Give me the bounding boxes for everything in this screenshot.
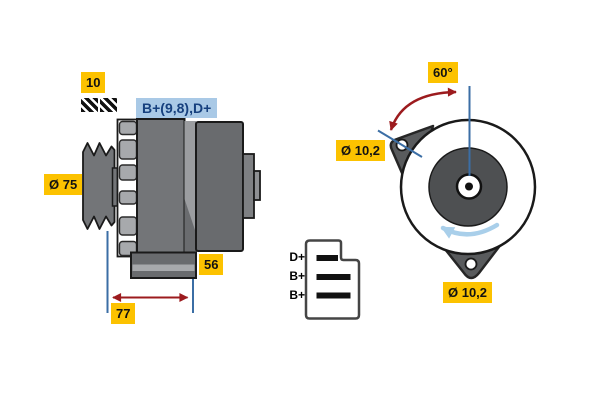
lug-hole-bottom (464, 257, 478, 271)
hatch-block-icon (100, 98, 117, 112)
connector-pin-label-bplus-2: B+ (289, 287, 305, 302)
terminal-stud-tip (253, 170, 261, 201)
connector-pin-bar-dplus (316, 255, 338, 261)
front-view (377, 86, 537, 280)
shaft-width-label: 10 (81, 72, 106, 93)
terminal-designation-label: B+(9,8),D+ (136, 98, 218, 118)
length-dimension-label: 77 (111, 303, 136, 324)
hatch-block-icon (81, 98, 98, 112)
mounting-angle-label: 60° (428, 62, 458, 83)
cooling-fan-ribs (116, 118, 140, 258)
side-view (82, 118, 261, 313)
connector-pin-label-bplus-1: B+ (289, 269, 305, 283)
connector-pin-bar-bplus-2 (316, 292, 351, 299)
top-hole-diameter-label: Ø 10,2 (336, 140, 386, 161)
connector-pin-label-dplus: D+ (289, 250, 305, 264)
lug-axis-line (377, 129, 423, 158)
rotation-direction-arrow (440, 222, 500, 239)
housing-rear-section (195, 121, 244, 252)
shaft-center-dot (465, 182, 473, 191)
mounting-foot-stripe (132, 264, 195, 271)
belt-width-hatch-icon (81, 98, 117, 112)
angle-arc-arrow (389, 87, 457, 131)
pulley-diameter-label: Ø 75 (44, 174, 83, 195)
bottom-hole-diameter-label: Ø 10,2 (443, 282, 493, 303)
depth-dimension-label: 56 (199, 254, 224, 275)
terminal-stud-base (242, 153, 255, 219)
belt-pulley (82, 142, 116, 230)
connector-diagram (304, 239, 361, 320)
housing-band-highlight (184, 121, 196, 233)
connector-pin-bar-bplus-1 (316, 274, 351, 280)
housing-front-section (136, 118, 186, 254)
